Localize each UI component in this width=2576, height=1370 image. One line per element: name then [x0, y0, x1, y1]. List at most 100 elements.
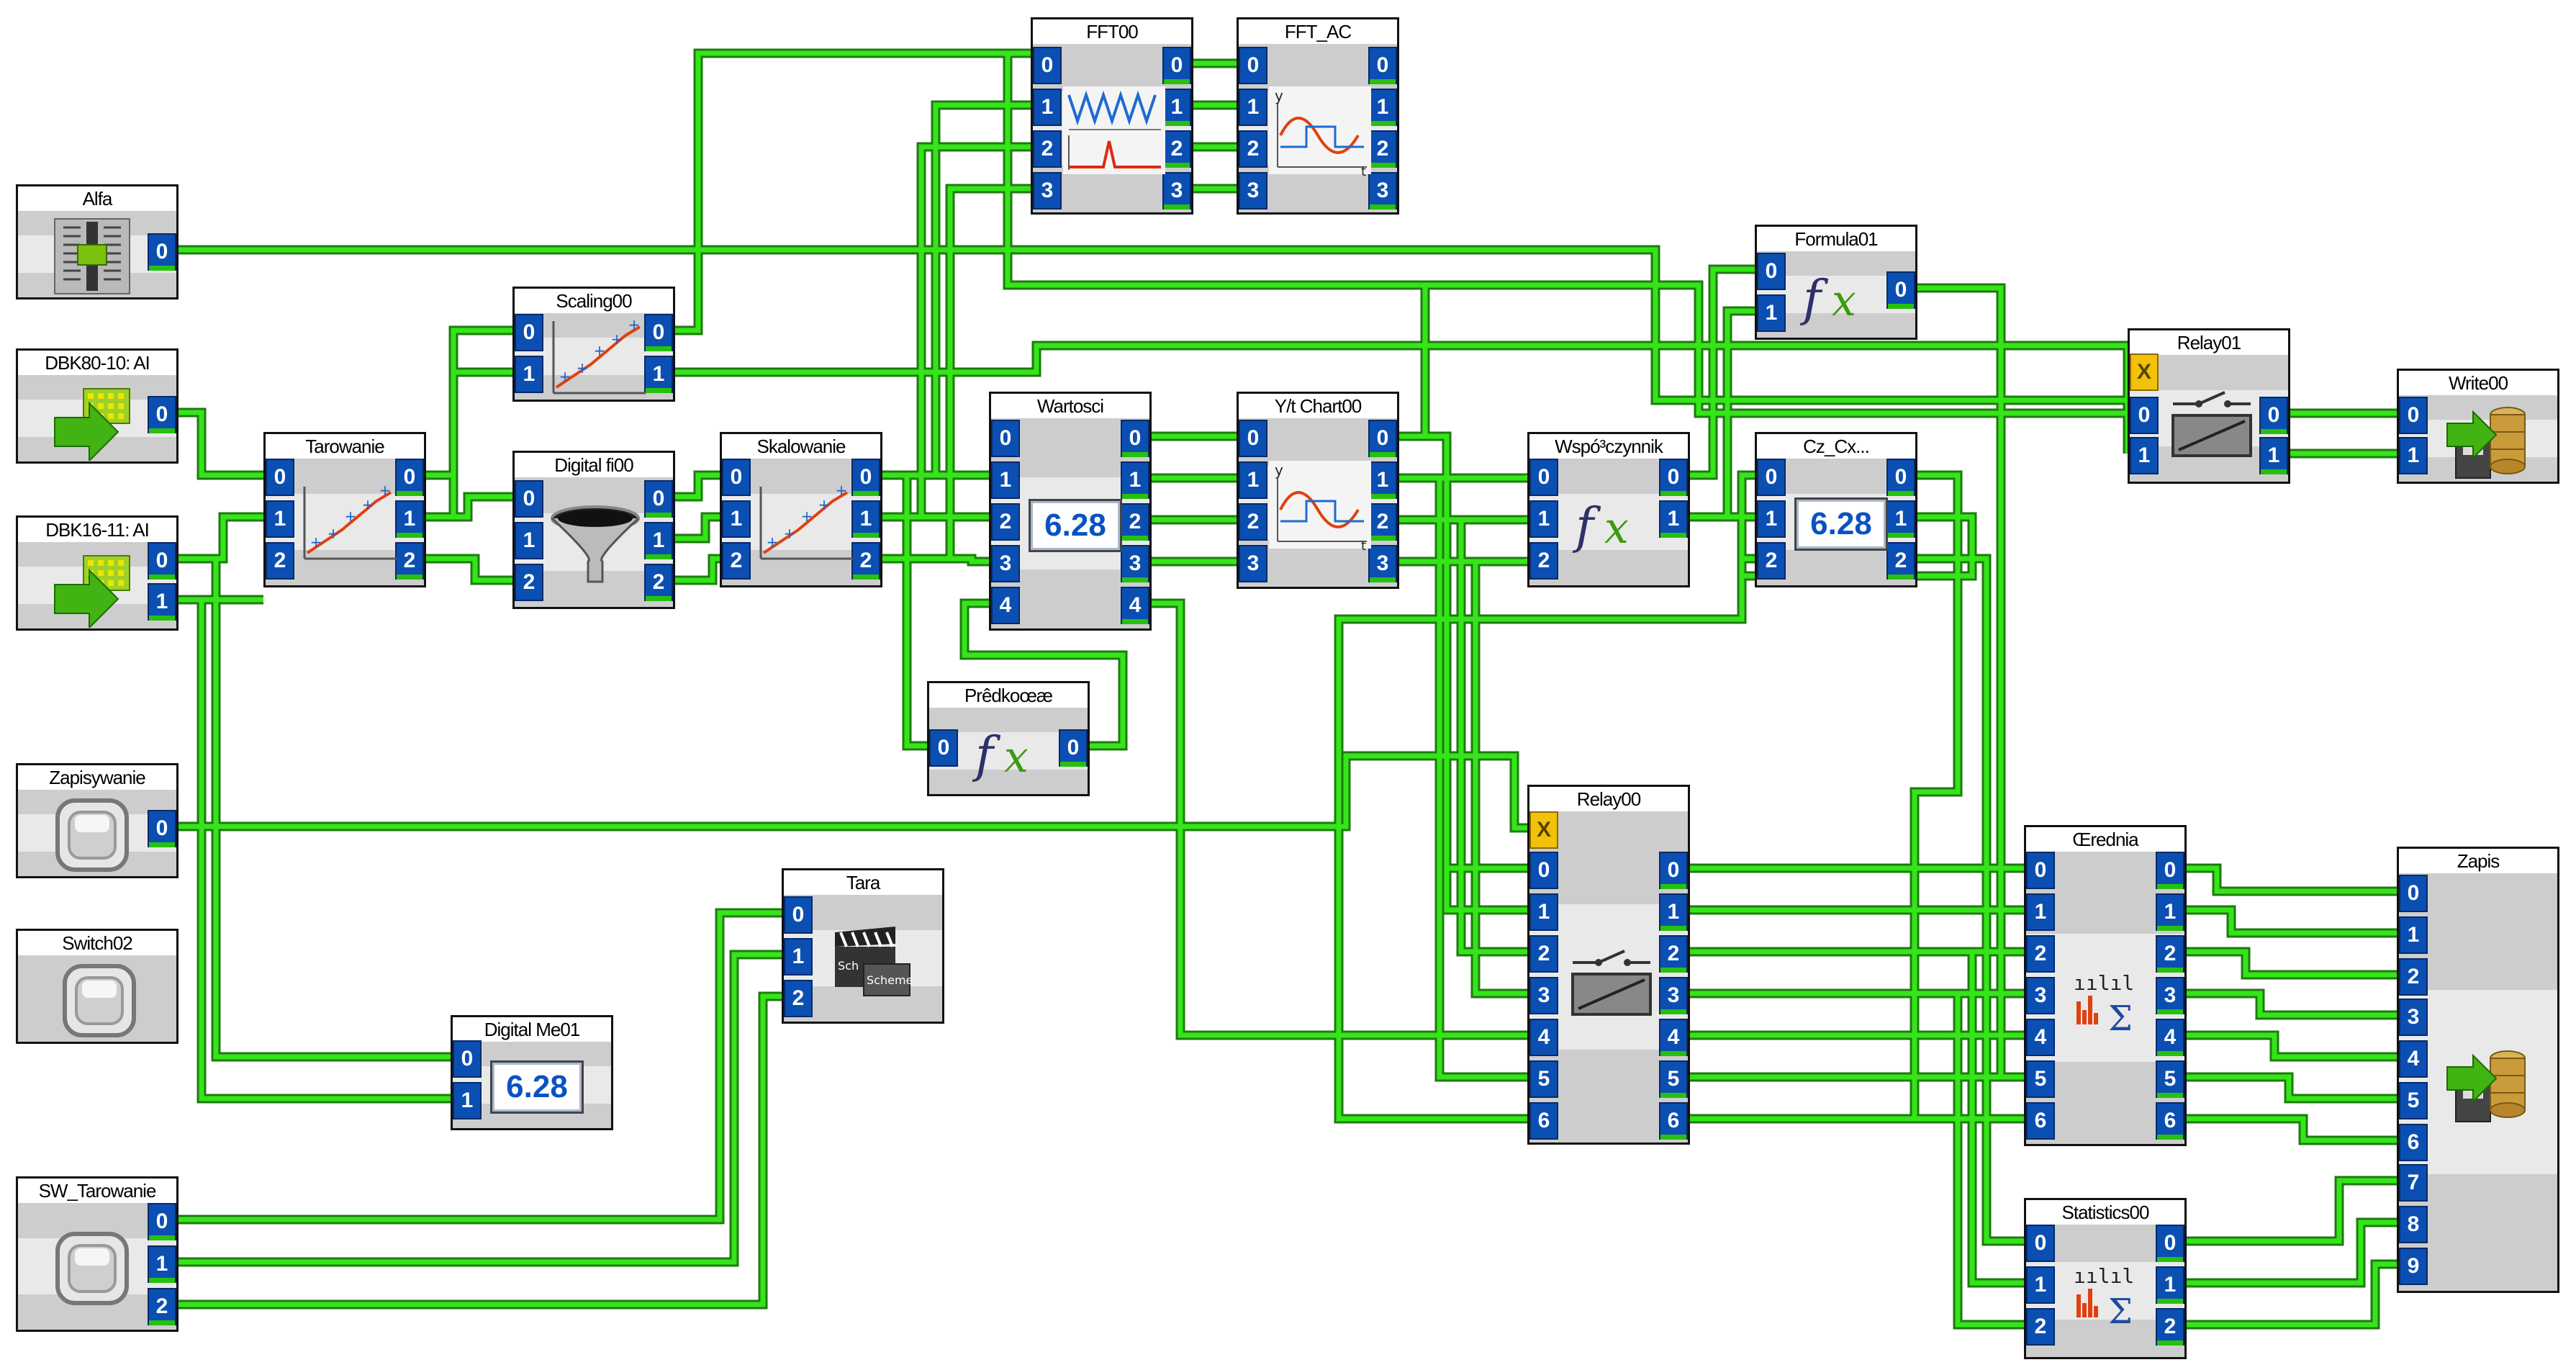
output-port-1[interactable]: 1: [851, 500, 880, 538]
output-port-0[interactable]: 0: [1121, 420, 1149, 457]
input-port-2[interactable]: 2: [1529, 935, 1558, 973]
wire-68[interactable]: [2187, 1114, 2397, 1145]
input-port-1[interactable]: 1: [2130, 437, 2159, 474]
wire-17[interactable]: [675, 512, 720, 544]
wire-10[interactable]: [426, 325, 512, 480]
wire-67[interactable]: [2187, 1072, 2397, 1104]
wire-6[interactable]: [178, 751, 1527, 833]
output-port-2[interactable]: 2: [644, 564, 673, 601]
wire-65[interactable]: [2187, 988, 2397, 1020]
input-port-2[interactable]: 2: [1757, 542, 1786, 580]
input-port-0[interactable]: 0: [1757, 253, 1786, 290]
output-port-1[interactable]: 1: [1368, 89, 1397, 126]
input-port-0[interactable]: 0: [1239, 420, 1267, 457]
input-port-2[interactable]: 2: [722, 542, 751, 580]
input-port-2[interactable]: 2: [991, 503, 1020, 541]
input-port-1[interactable]: 1: [2026, 1266, 2055, 1304]
input-port-0[interactable]: 0: [1239, 47, 1267, 84]
input-port-9[interactable]: 9: [2399, 1248, 2428, 1285]
input-port-5[interactable]: 5: [2026, 1060, 2055, 1098]
input-port-1[interactable]: 1: [2026, 893, 2055, 931]
input-port-3[interactable]: 3: [2026, 977, 2055, 1014]
output-port-0[interactable]: 0: [1886, 459, 1915, 496]
output-port-3[interactable]: 3: [1368, 172, 1397, 209]
output-port-3[interactable]: 3: [2156, 977, 2184, 1014]
input-port-6[interactable]: 6: [1529, 1102, 1558, 1140]
input-port-0[interactable]: 0: [2026, 852, 2055, 889]
output-port-0[interactable]: 0: [1368, 47, 1397, 84]
output-port-0[interactable]: 0: [148, 396, 176, 433]
input-port-0[interactable]: 0: [722, 459, 751, 496]
output-port-1[interactable]: 1: [2156, 1266, 2184, 1304]
input-port-0[interactable]: 0: [1033, 47, 1062, 84]
input-port-0[interactable]: 0: [1529, 459, 1558, 496]
input-port-3[interactable]: 3: [1239, 545, 1267, 582]
output-port-1[interactable]: 1: [395, 500, 424, 538]
output-port-0[interactable]: 0: [1659, 852, 1688, 889]
output-port-0[interactable]: 0: [851, 459, 880, 496]
wire-70[interactable]: [2187, 1217, 2397, 1288]
output-port-6[interactable]: 6: [2156, 1102, 2184, 1140]
input-port-3[interactable]: 3: [1033, 172, 1062, 209]
input-port-2[interactable]: 2: [1033, 130, 1062, 168]
output-port-0[interactable]: 0: [148, 233, 176, 271]
input-port-0[interactable]: 0: [515, 314, 543, 351]
output-port-2[interactable]: 2: [1368, 503, 1397, 541]
output-port-1[interactable]: 1: [2259, 437, 2288, 474]
output-port-5[interactable]: 5: [1659, 1060, 1688, 1098]
input-port-4[interactable]: 4: [2399, 1040, 2428, 1078]
output-port-0[interactable]: 0: [2156, 852, 2184, 889]
output-port-4[interactable]: 4: [1121, 587, 1149, 624]
output-port-2[interactable]: 2: [148, 1288, 176, 1325]
output-port-0[interactable]: 0: [644, 480, 673, 518]
input-port-2[interactable]: 2: [1239, 503, 1267, 541]
input-port-2[interactable]: 2: [1239, 130, 1267, 168]
output-port-2[interactable]: 2: [1659, 935, 1688, 973]
input-port-2[interactable]: 2: [2399, 958, 2428, 996]
input-port-7[interactable]: 7: [2399, 1164, 2428, 1202]
output-port-2[interactable]: 2: [1121, 503, 1149, 541]
input-port-5[interactable]: 5: [1529, 1060, 1558, 1098]
input-port-1[interactable]: 1: [1529, 500, 1558, 538]
wire-63[interactable]: [2187, 905, 2397, 938]
input-port-1[interactable]: 1: [784, 938, 813, 975]
wire-64[interactable]: [2187, 947, 2397, 980]
wire-4[interactable]: [211, 559, 451, 1062]
output-port-0[interactable]: 0: [1886, 271, 1915, 309]
input-port-3[interactable]: 3: [991, 545, 1020, 582]
input-port-6[interactable]: 6: [2026, 1102, 2055, 1140]
output-port-1[interactable]: 1: [1368, 461, 1397, 499]
input-port-0[interactable]: 0: [1757, 459, 1786, 496]
input-port-1[interactable]: 1: [1239, 461, 1267, 499]
input-port-0[interactable]: 0: [2399, 397, 2428, 434]
input-port-0[interactable]: 0: [2026, 1225, 2055, 1262]
output-port-3[interactable]: 3: [1368, 545, 1397, 582]
wire-42[interactable]: [1470, 562, 1527, 999]
input-port-1[interactable]: 1: [1757, 294, 1786, 332]
input-port-2[interactable]: 2: [1529, 542, 1558, 580]
output-port-0[interactable]: 0: [395, 459, 424, 496]
input-port-0[interactable]: 0: [515, 480, 543, 518]
output-port-1[interactable]: 1: [1886, 500, 1915, 538]
output-port-5[interactable]: 5: [2156, 1060, 2184, 1098]
output-port-0[interactable]: 0: [1162, 47, 1191, 84]
input-port-1[interactable]: 1: [1529, 893, 1558, 931]
wire-5[interactable]: [196, 600, 451, 1104]
output-port-2[interactable]: 2: [2156, 935, 2184, 973]
